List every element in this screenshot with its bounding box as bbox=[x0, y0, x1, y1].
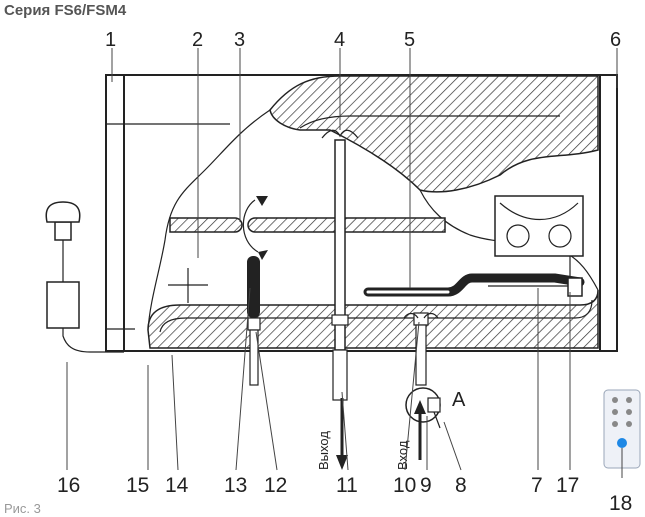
remote-button-6 bbox=[626, 421, 632, 427]
valve-drain bbox=[433, 411, 441, 429]
callout-7: 7 bbox=[531, 474, 543, 497]
callout-15: 15 bbox=[126, 474, 149, 497]
series-title: Серия FS6/FSM4 bbox=[4, 2, 127, 19]
leader-14 bbox=[171, 354, 179, 471]
callout-11: 11 bbox=[336, 474, 358, 497]
figure-caption: Рис. 3 bbox=[4, 501, 41, 516]
power-cord-lower bbox=[62, 328, 124, 353]
control-knob-right bbox=[548, 224, 572, 248]
thermostat-flange bbox=[567, 277, 583, 297]
inlet-label: Вход bbox=[395, 440, 410, 470]
remote-button-1 bbox=[612, 397, 618, 403]
callout-3: 3 bbox=[234, 29, 245, 51]
callout-8: 8 bbox=[455, 474, 467, 497]
cutaway-edge-left bbox=[147, 109, 271, 331]
inlet-nut bbox=[413, 312, 429, 326]
callout-10: 10 bbox=[393, 474, 416, 497]
leader-12 bbox=[255, 331, 278, 471]
inlet-flow-arrowhead bbox=[414, 400, 426, 414]
remote-power-button bbox=[617, 438, 627, 448]
detail-a-label: A bbox=[452, 389, 466, 411]
tank-bottom-wall bbox=[159, 299, 593, 333]
leader-11 bbox=[341, 391, 349, 471]
remote-button-5 bbox=[612, 421, 618, 427]
callout-2: 2 bbox=[192, 29, 203, 51]
callout-1: 1 bbox=[105, 29, 116, 51]
outlet-spray-mark bbox=[321, 129, 359, 139]
outlet-nut bbox=[331, 314, 349, 326]
callout-9: 9 bbox=[420, 474, 432, 497]
partition-right bbox=[247, 217, 446, 233]
leader-lines bbox=[66, 48, 623, 478]
leader-13 bbox=[235, 287, 251, 471]
leader-8 bbox=[443, 421, 462, 471]
callout-17: 17 bbox=[556, 474, 579, 497]
callout-12: 12 bbox=[264, 474, 287, 497]
remote-button-4 bbox=[626, 409, 632, 415]
circulation-arrowhead-bottom bbox=[258, 250, 268, 260]
power-plug bbox=[45, 201, 81, 223]
callout-5: 5 bbox=[404, 29, 415, 51]
callout-18: 18 bbox=[609, 492, 632, 515]
remote-button-2 bbox=[626, 397, 632, 403]
outlet-fitting bbox=[332, 349, 348, 401]
safety-valve bbox=[427, 397, 441, 413]
outlet-flow-arrowhead bbox=[336, 455, 348, 470]
top-insulation bbox=[269, 75, 599, 193]
callout-13: 13 bbox=[224, 474, 247, 497]
callout-6: 6 bbox=[610, 29, 621, 51]
inlet-spray-mark bbox=[403, 312, 439, 319]
callout-4: 4 bbox=[334, 29, 345, 51]
bottom-insulation bbox=[147, 289, 599, 349]
tank-top-wall bbox=[299, 115, 560, 129]
plug-neck bbox=[54, 221, 72, 241]
anode-plug bbox=[249, 329, 259, 386]
rcd-device bbox=[46, 281, 80, 329]
callout-14: 14 bbox=[165, 474, 189, 497]
remote-button-3 bbox=[612, 409, 618, 415]
control-knob-left bbox=[506, 224, 530, 248]
circulation-arrow bbox=[242, 199, 259, 253]
control-panel bbox=[494, 195, 584, 257]
magnesium-anode bbox=[247, 256, 260, 318]
circulation-arrowhead-top bbox=[256, 196, 268, 206]
control-panel-arc bbox=[499, 202, 579, 221]
callout-16: 16 bbox=[57, 474, 80, 497]
leader-10 bbox=[404, 321, 420, 471]
anode-nut bbox=[247, 317, 261, 331]
partition-left bbox=[169, 217, 243, 233]
outlet-label: Выход bbox=[316, 431, 331, 470]
